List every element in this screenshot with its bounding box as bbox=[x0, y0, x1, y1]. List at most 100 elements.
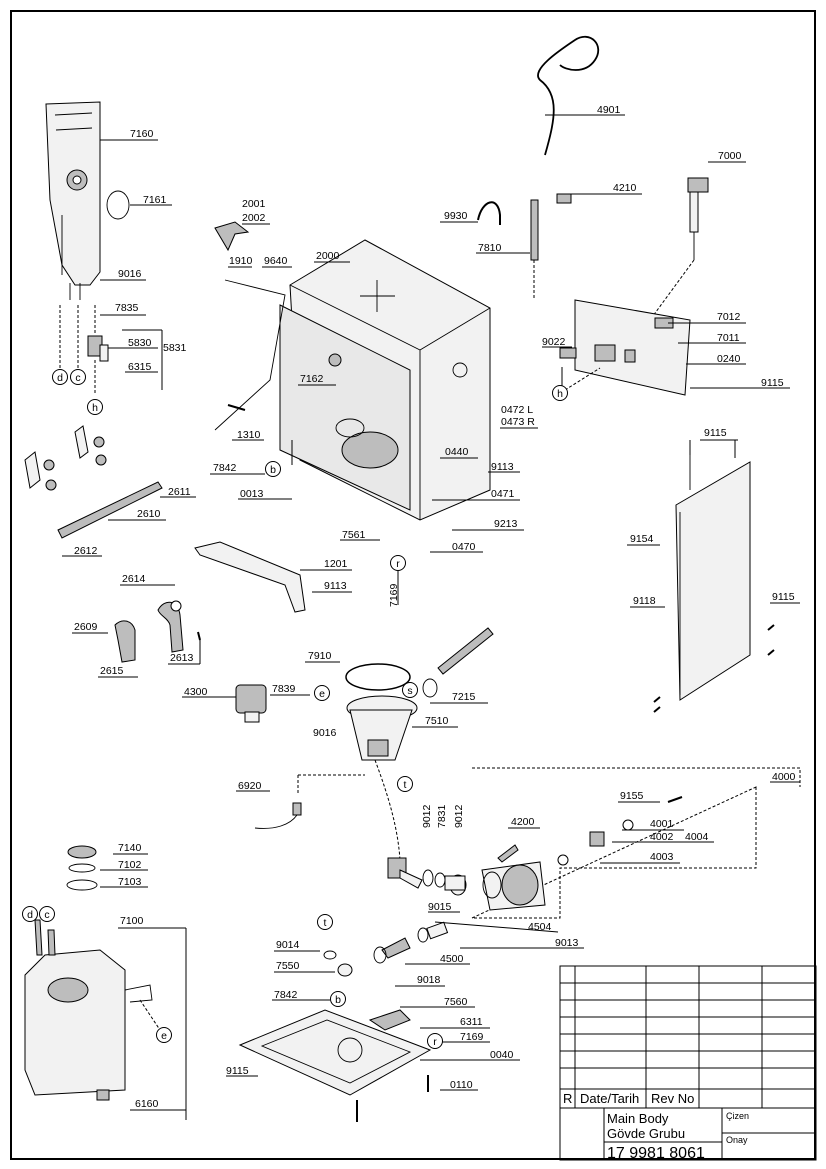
marker: s bbox=[402, 682, 418, 698]
callout-label: 9022 bbox=[542, 336, 566, 348]
callout-label: 7560 bbox=[444, 996, 468, 1008]
drawing-frame bbox=[10, 10, 816, 1160]
callout-label: 7103 bbox=[118, 876, 142, 888]
svg-text:r: r bbox=[396, 558, 400, 570]
callout-label: 4504 bbox=[528, 921, 552, 933]
clip-part bbox=[556, 193, 572, 204]
title-block: R Date/Tarih Rev No Main Body Gövde Grub… bbox=[559, 965, 817, 1162]
heater-connector-part bbox=[387, 857, 423, 889]
callout-label: 2000 bbox=[316, 250, 340, 262]
side-panel-part bbox=[675, 455, 751, 701]
title-english: Main Body bbox=[607, 1111, 669, 1126]
part-number: 17 9981 8061 bbox=[607, 1145, 705, 1162]
callout-label: 9115 bbox=[772, 591, 795, 603]
callout-label: 7510 bbox=[425, 715, 449, 727]
callout-leaders bbox=[62, 114, 800, 1120]
valve-part bbox=[649, 177, 709, 321]
bracket-part bbox=[477, 201, 501, 225]
marker: t bbox=[317, 914, 333, 930]
callout-label: 9154 bbox=[630, 533, 654, 545]
callout-label: 6315 bbox=[128, 361, 152, 373]
callout-labels: 7160 7161 9016 7835 5830 5831 6315 4901 … bbox=[74, 104, 796, 1110]
small-part bbox=[96, 1089, 110, 1101]
marker: t bbox=[397, 776, 413, 792]
ring-gasket-part bbox=[106, 190, 130, 220]
callout-label: 0473 R bbox=[501, 416, 535, 428]
callout-label: 2611 bbox=[168, 486, 191, 498]
revision-label: R bbox=[563, 1091, 572, 1106]
callout-label: 0472 L bbox=[501, 404, 533, 416]
control-panel-part bbox=[45, 101, 101, 300]
sump-part bbox=[346, 695, 418, 761]
callout-label: 4500 bbox=[440, 953, 464, 965]
marker: e bbox=[156, 1027, 172, 1043]
callout-label: 0240 bbox=[717, 353, 741, 365]
callout-label: 7215 bbox=[452, 691, 476, 703]
callout-label: 9013 bbox=[555, 937, 579, 949]
reference-markers: d c h b r e s t h t e b r d c bbox=[22, 369, 568, 1049]
callout-label: 7842 bbox=[274, 989, 298, 1001]
callout-label: 4901 bbox=[597, 104, 621, 116]
callout-label: 2610 bbox=[137, 508, 161, 520]
hinge-part bbox=[24, 425, 107, 491]
callout-label: 7842 bbox=[213, 462, 237, 474]
sensor-part bbox=[254, 774, 365, 829]
switch-part bbox=[59, 305, 109, 395]
tray-part bbox=[194, 541, 306, 613]
drain-pump-part bbox=[235, 684, 267, 723]
rail-part bbox=[57, 481, 163, 539]
svg-text:h: h bbox=[557, 388, 563, 400]
callout-label: 0040 bbox=[490, 1049, 514, 1061]
title-turkish: Gövde Grubu bbox=[607, 1126, 685, 1141]
callout-label: 4200 bbox=[511, 816, 535, 828]
callout-label: 7100 bbox=[120, 915, 144, 927]
callout-label: 7831 bbox=[436, 804, 448, 828]
marker: h bbox=[552, 385, 568, 401]
marker: r bbox=[390, 555, 406, 571]
callout-label: 9118 bbox=[633, 595, 656, 607]
callout-label: 7011 bbox=[717, 332, 740, 344]
link-line bbox=[374, 759, 401, 861]
callout-label: 9012 bbox=[453, 804, 465, 828]
marker: d bbox=[22, 906, 38, 922]
circulation-pump-part bbox=[449, 796, 683, 911]
callout-label: 1910 bbox=[229, 255, 253, 267]
hinge-spring-part bbox=[114, 600, 201, 663]
callout-label: 7140 bbox=[118, 842, 142, 854]
svg-text:s: s bbox=[407, 685, 412, 697]
callout-label: 2609 bbox=[74, 621, 98, 633]
rev-no-label: Rev No bbox=[651, 1091, 694, 1106]
callout-label: 0440 bbox=[445, 446, 469, 458]
callout-label: 9016 bbox=[118, 268, 142, 280]
marker: h bbox=[87, 399, 103, 415]
callout-label: 9113 bbox=[491, 461, 514, 473]
callout-label: 7160 bbox=[130, 128, 154, 140]
marker: b bbox=[265, 461, 281, 477]
svg-text:t: t bbox=[324, 917, 327, 929]
callout-label: 7835 bbox=[115, 302, 139, 314]
marker: r bbox=[427, 1033, 443, 1049]
hose-part bbox=[422, 627, 494, 698]
callout-label: 4300 bbox=[184, 686, 208, 698]
rod-part bbox=[530, 199, 539, 300]
svg-text:e: e bbox=[319, 688, 325, 700]
callout-label: 2615 bbox=[100, 665, 124, 677]
callout-label: 2002 bbox=[242, 212, 266, 224]
callout-label: 0013 bbox=[240, 488, 264, 500]
svg-text:h: h bbox=[92, 402, 98, 414]
svg-text:c: c bbox=[75, 372, 80, 384]
callout-label: 7810 bbox=[478, 242, 502, 254]
callout-label: 7000 bbox=[718, 150, 742, 162]
tub-frame-part bbox=[279, 239, 491, 521]
callout-label: 1310 bbox=[237, 429, 261, 441]
callout-label: 0471 bbox=[491, 488, 515, 500]
callout-label: 0470 bbox=[452, 541, 476, 553]
callout-label: 7102 bbox=[118, 859, 142, 871]
callout-label: 9155 bbox=[620, 790, 644, 802]
callout-label: 9213 bbox=[494, 518, 518, 530]
approved-label: Onay bbox=[726, 1135, 748, 1145]
callout-label: 7169 bbox=[388, 583, 400, 607]
callout-label: 9014 bbox=[276, 939, 300, 951]
power-cable-part bbox=[537, 35, 600, 156]
